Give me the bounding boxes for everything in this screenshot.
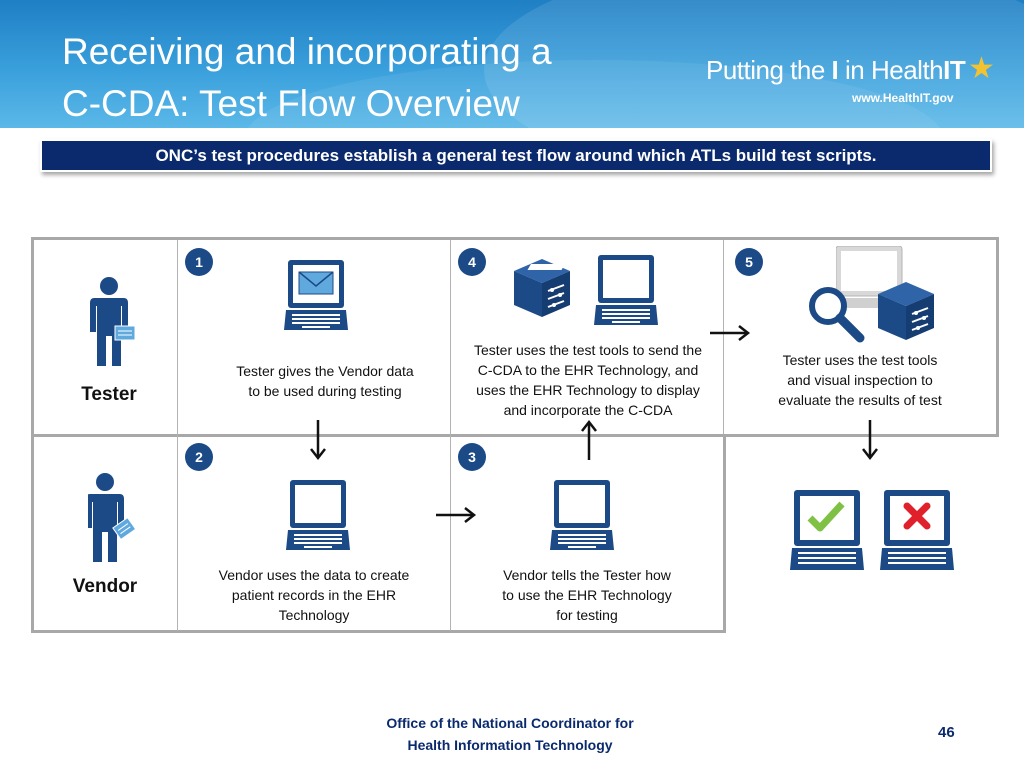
role-vendor: Vendor bbox=[72, 576, 138, 597]
arrow-4-to-5 bbox=[710, 325, 751, 341]
title-line-2: C-CDA: Test Flow Overview bbox=[62, 83, 520, 124]
person-icon bbox=[88, 473, 137, 562]
step-badge-4: 4 bbox=[458, 248, 486, 276]
logo-url: www.HealthIT.gov bbox=[852, 91, 954, 105]
divider-3 bbox=[723, 240, 724, 434]
divider-1 bbox=[177, 240, 178, 631]
laptop-fail-icon bbox=[880, 490, 954, 570]
arrow-1-to-2 bbox=[310, 420, 326, 461]
id-card-icon bbox=[114, 325, 136, 341]
toolbox-icon bbox=[514, 259, 570, 317]
role-tester: Tester bbox=[81, 384, 137, 405]
laptop-icon bbox=[594, 255, 658, 325]
footer-line-2: Health Information Technology bbox=[407, 737, 613, 753]
toolbox-icon bbox=[878, 282, 934, 340]
laptop-mail-icon bbox=[284, 260, 348, 330]
arrow-2-to-3 bbox=[436, 507, 477, 523]
monitor-icon bbox=[836, 246, 903, 308]
title-line-1: Receiving and incorporating a bbox=[62, 31, 552, 72]
banner: ONC’s test procedures establish a genera… bbox=[40, 139, 992, 172]
header-swoosh bbox=[484, 0, 1024, 128]
laptop-icon bbox=[550, 480, 614, 550]
magnifier-icon bbox=[809, 287, 865, 343]
vendor-row-frame bbox=[31, 434, 726, 633]
arrow-5-to-results bbox=[862, 420, 878, 461]
footer-line-1: Office of the National Coordinator for bbox=[386, 715, 634, 731]
laptop-pass-icon bbox=[790, 490, 864, 570]
arrow-3-to-4 bbox=[581, 419, 597, 460]
healthit-logo: Putting the I in HealthIT ★ www.HealthIT… bbox=[706, 52, 1006, 115]
divider-2 bbox=[450, 240, 451, 631]
step-badge-2: 2 bbox=[185, 443, 213, 471]
page-number: 46 bbox=[938, 724, 955, 741]
footer: Office of the National Coordinator for H… bbox=[340, 712, 680, 756]
logo-text: Putting the I in HealthIT bbox=[706, 55, 966, 85]
laptop-icon bbox=[286, 480, 350, 550]
step-badge-5: 5 bbox=[735, 248, 763, 276]
check-icon bbox=[807, 501, 845, 532]
slide-title: Receiving and incorporating a C-CDA: Tes… bbox=[62, 26, 702, 128]
star-icon: ★ bbox=[968, 52, 995, 85]
step-badge-3: 3 bbox=[458, 443, 486, 471]
person-icon bbox=[90, 277, 136, 366]
header-bar: Receiving and incorporating a C-CDA: Tes… bbox=[0, 0, 1024, 128]
step-badge-1: 1 bbox=[185, 248, 213, 276]
x-icon bbox=[903, 502, 931, 530]
